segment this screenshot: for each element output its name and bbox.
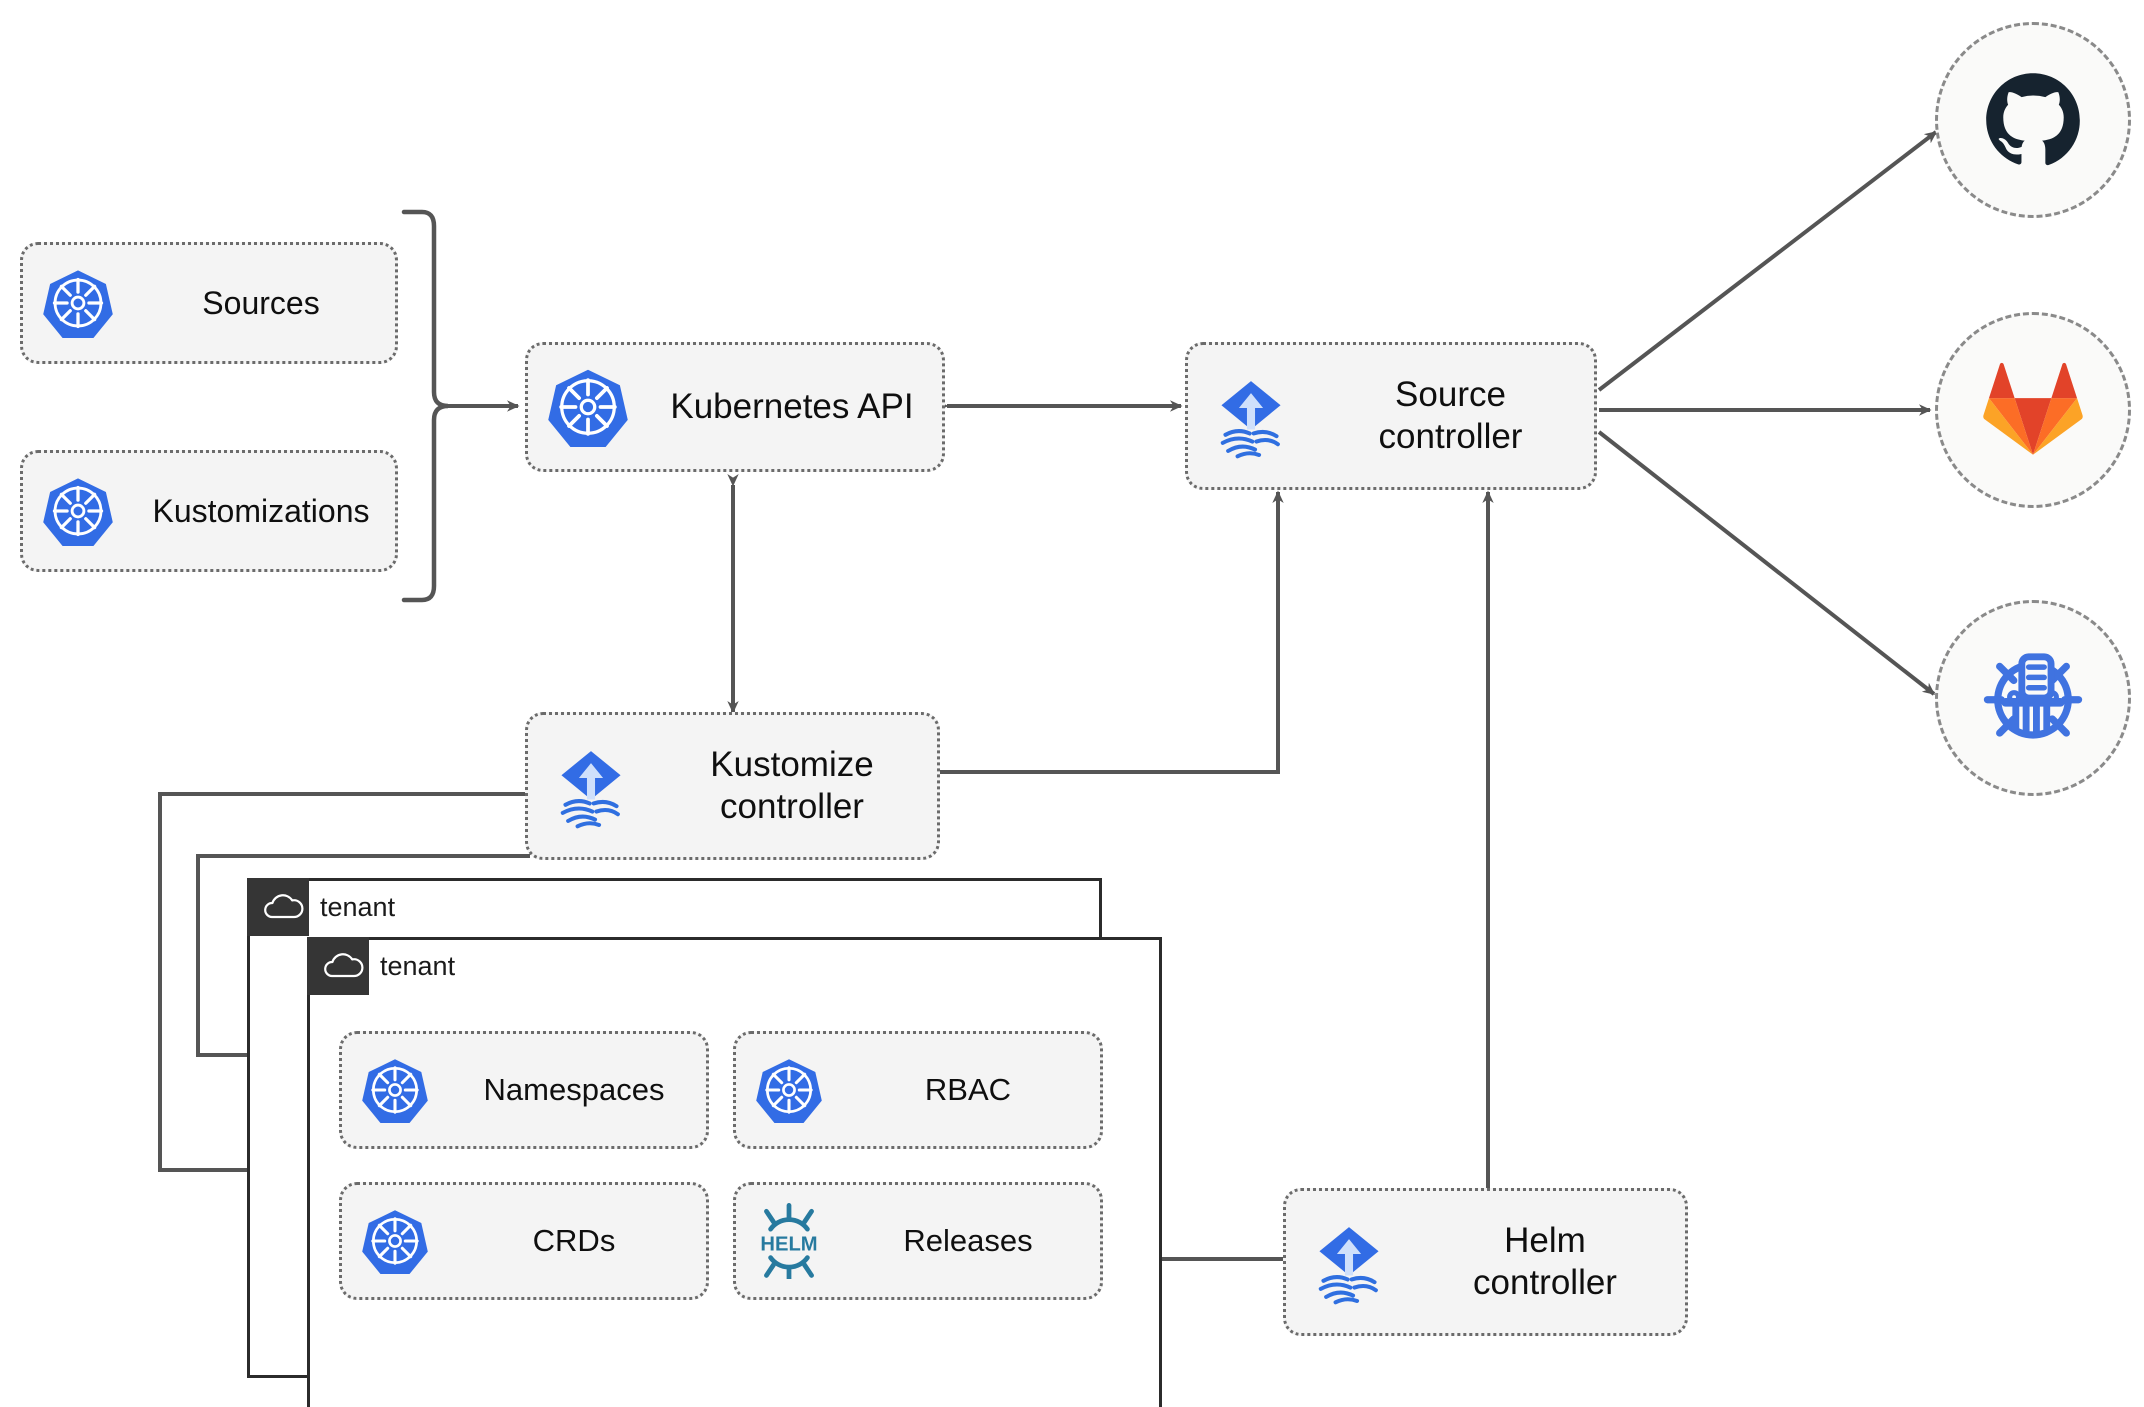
flux-icon — [1286, 1219, 1411, 1305]
kubernetes-icon — [23, 476, 133, 546]
cloud-icon — [264, 894, 304, 919]
node-kubernetes-api[interactable]: Kubernetes API — [525, 342, 945, 472]
tenant-tab-outer — [247, 878, 309, 936]
node-label: RBAC — [924, 1072, 1012, 1108]
kubernetes-icon — [342, 1057, 448, 1123]
helm-icon: HELM — [736, 1203, 842, 1279]
kubernetes-icon — [528, 367, 648, 447]
tenant-inner[interactable]: tenant — [307, 937, 1162, 1407]
resources-brace — [401, 209, 449, 603]
flux-icon — [1188, 373, 1313, 459]
node-label: Kubernetes API — [670, 387, 914, 426]
tenant-tab-inner — [307, 937, 369, 995]
helm-repository-icon — [1983, 653, 2083, 739]
node-releases[interactable]: HELM Releases — [733, 1182, 1103, 1300]
node-label: Namespaces — [483, 1072, 665, 1108]
flux-icon — [528, 743, 653, 829]
tenant-name-outer: tenant — [320, 891, 396, 922]
node-rbac[interactable]: RBAC — [733, 1031, 1103, 1149]
svg-text:HELM: HELM — [760, 1234, 817, 1256]
edge-sourcecontroller-chartmuseum — [1597, 430, 1936, 696]
endpoint-helm-repository[interactable] — [1935, 600, 2131, 796]
node-label: Sources — [202, 284, 320, 321]
node-crds[interactable]: CRDs — [339, 1182, 709, 1300]
edge-sourcecontroller-github — [1597, 130, 1938, 392]
node-helm-controller[interactable]: Helm controller — [1283, 1188, 1688, 1336]
node-kustomizations[interactable]: Kustomizations — [20, 450, 398, 572]
node-label: Source controller — [1378, 375, 1523, 456]
node-namespaces[interactable]: Namespaces — [339, 1031, 709, 1149]
node-source-controller[interactable]: Source controller — [1185, 342, 1597, 490]
node-sources[interactable]: Sources — [20, 242, 398, 364]
endpoint-github[interactable] — [1935, 22, 2131, 218]
kubernetes-icon — [23, 268, 133, 338]
cloud-icon — [324, 953, 364, 978]
tenant-name-inner: tenant — [380, 950, 456, 981]
endpoint-gitlab[interactable] — [1935, 312, 2131, 508]
kubernetes-icon — [342, 1208, 448, 1274]
node-label: Kustomize controller — [710, 745, 874, 826]
github-icon — [1986, 73, 2080, 166]
node-kustomize-controller[interactable]: Kustomize controller — [525, 712, 940, 860]
node-label: Helm controller — [1473, 1221, 1617, 1302]
node-label: Releases — [903, 1223, 1033, 1259]
kubernetes-icon — [736, 1057, 842, 1123]
gitlab-icon — [1983, 362, 2083, 455]
edge-kustomizecontroller-sourcecontroller — [940, 490, 1284, 774]
node-label: CRDs — [532, 1223, 616, 1259]
node-label: Kustomizations — [152, 492, 370, 529]
